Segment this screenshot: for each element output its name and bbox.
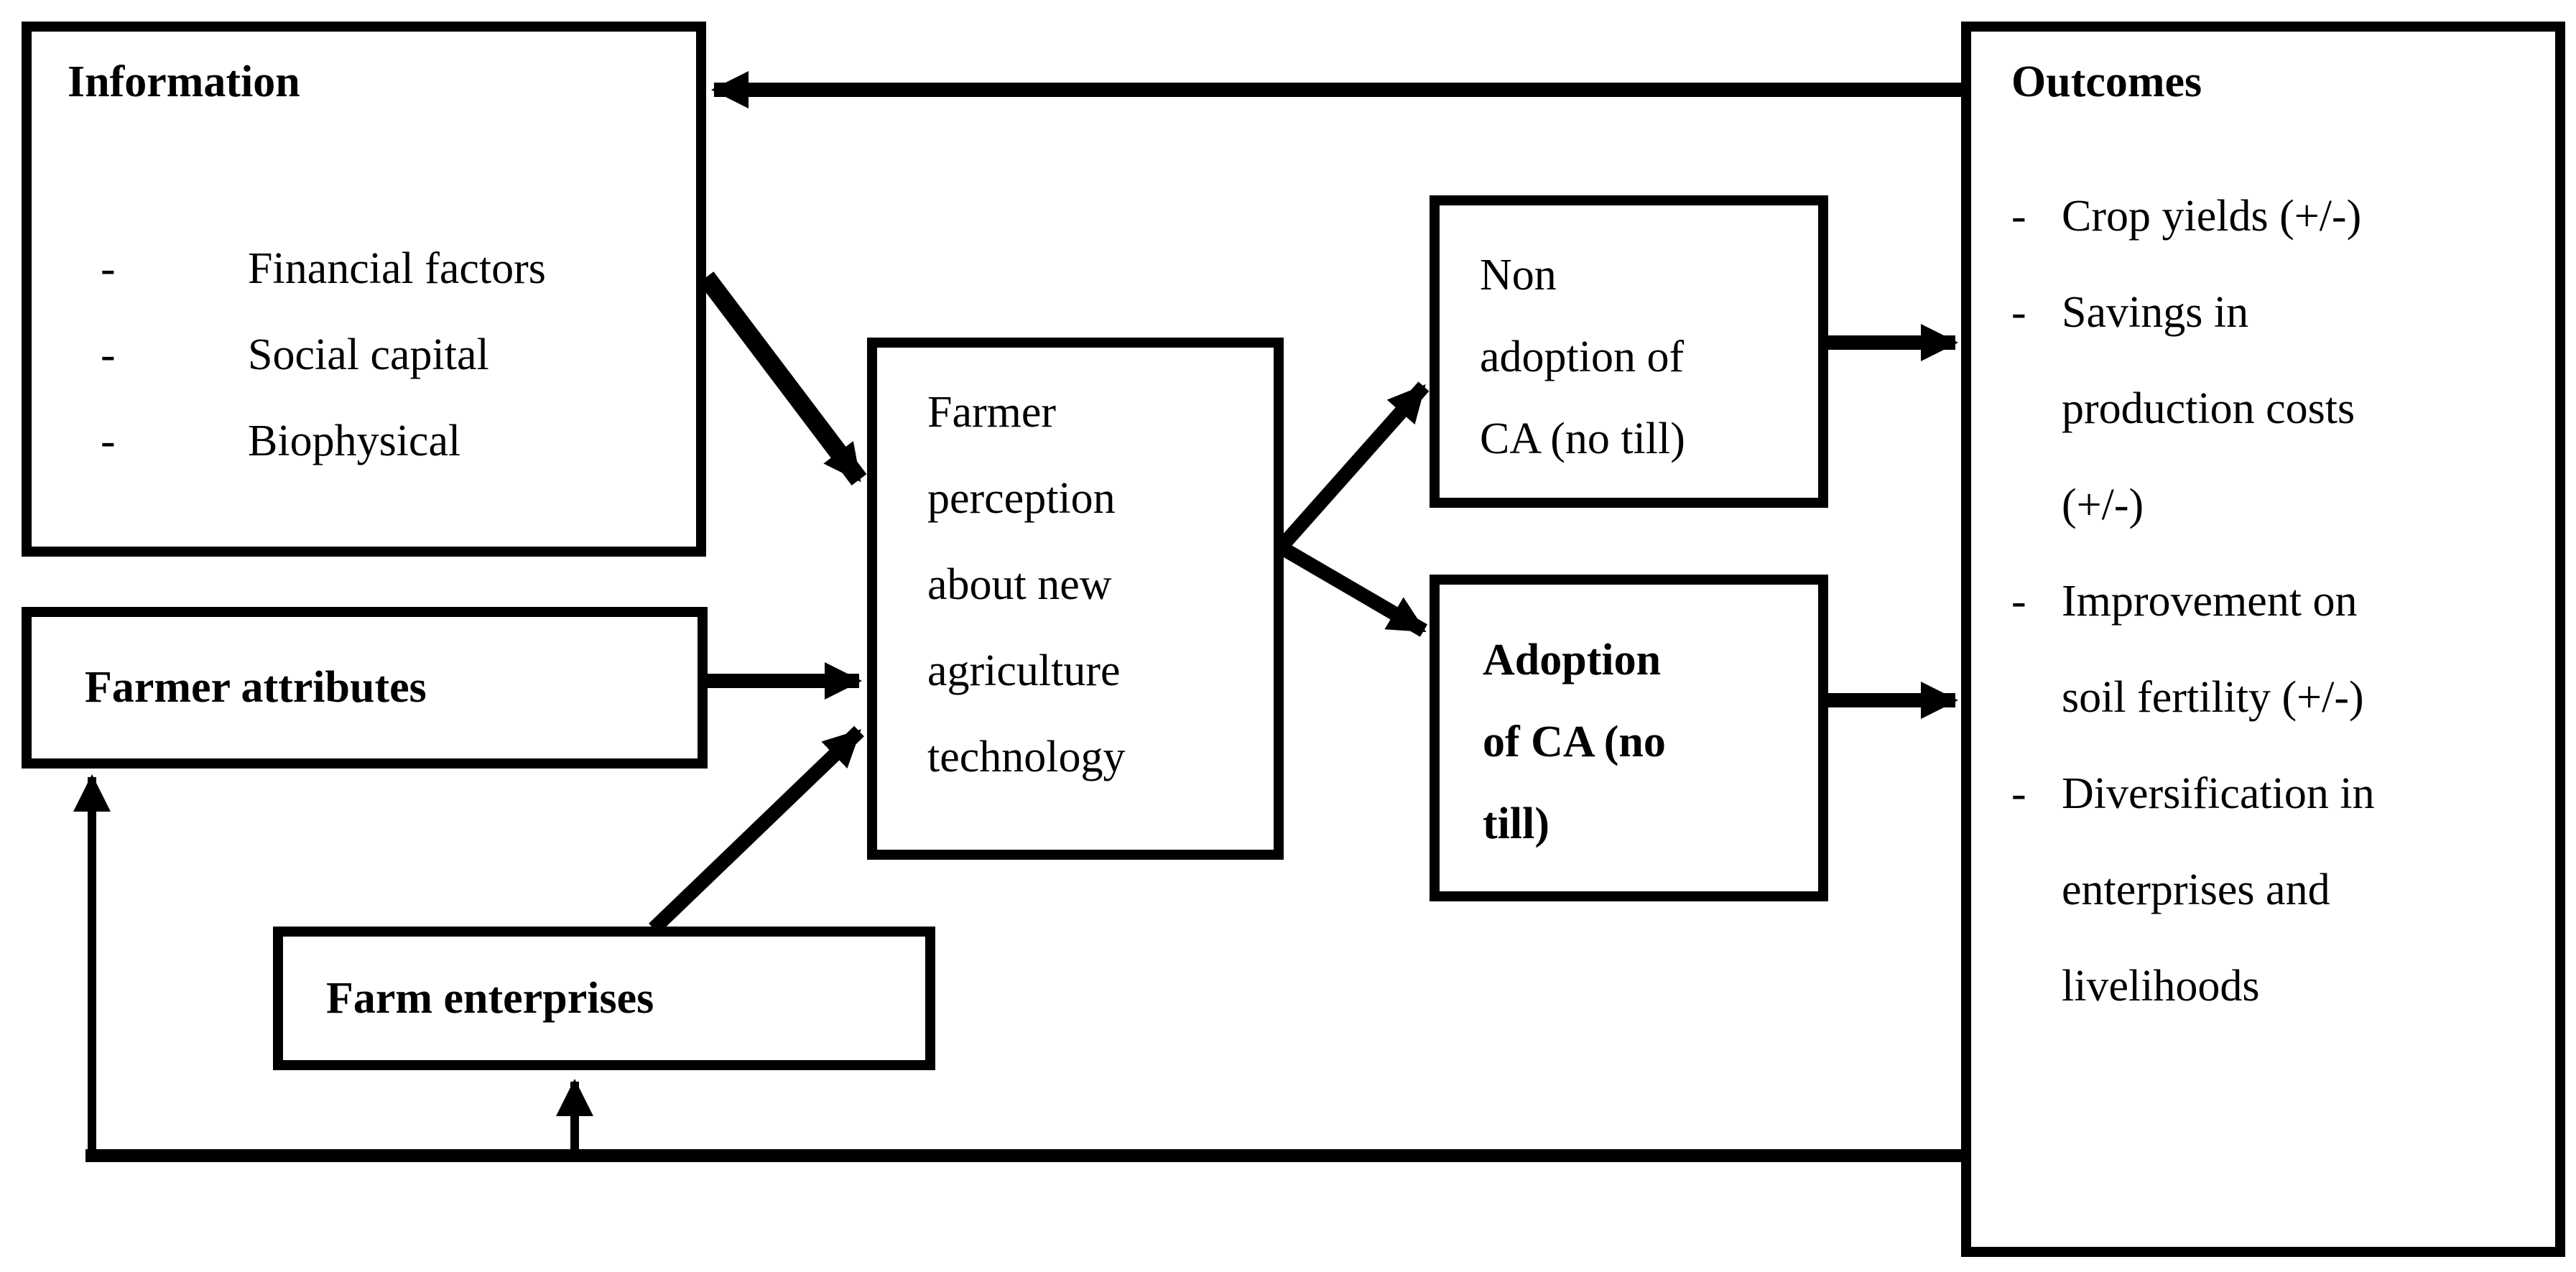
farmer-perception-box: Farmer perception about new agriculture … xyxy=(867,338,1284,860)
list-item: - Biophysical xyxy=(101,398,696,484)
outcomes-box: Outcomes - Crop yields (+/-) - Savings i… xyxy=(1961,22,2565,1257)
label-line: Savings in xyxy=(2062,288,2249,337)
farmer-perception-label: Farmer perception about new agriculture … xyxy=(877,348,1274,800)
label-line: livelihoods xyxy=(2062,962,2260,1011)
farmer-attributes-label: Farmer attributes xyxy=(85,663,427,712)
label-line: of CA (no xyxy=(1483,718,1666,766)
bullet-dash: - xyxy=(2011,577,2026,626)
label-line: CA (no till) xyxy=(1480,414,1685,463)
label-line: Crop yields (+/-) xyxy=(2062,192,2362,241)
adoption-label: Adoption of CA (no till) xyxy=(1440,585,1818,865)
label-line: production costs xyxy=(2062,384,2355,433)
non-adoption-label: Non adoption of CA (no till) xyxy=(1440,205,1818,480)
label-line: soil fertility (+/-) xyxy=(2062,673,2364,722)
farmer-attributes-box: Farmer attributes xyxy=(22,607,708,769)
label-line: Non xyxy=(1480,251,1557,300)
outcomes-title: Outcomes xyxy=(2011,57,2202,106)
outcome-item: - Crop yields (+/-) xyxy=(2011,168,2555,264)
outcome-item-text: Diversification in enterprises and livel… xyxy=(2062,746,2375,1034)
bullet-dash: - xyxy=(2011,192,2026,241)
arrow-perception-to-adoption xyxy=(1277,541,1428,637)
bullet-dash: - xyxy=(101,244,116,293)
arrow-information-to-perception xyxy=(698,271,867,486)
arrow-perception-to-non-adoption xyxy=(1275,381,1430,552)
outcome-item-text: Improvement on soil fertility (+/-) xyxy=(2062,553,2364,746)
bullet-dash: - xyxy=(2011,288,2026,337)
farm-enterprises-box: Farm enterprises xyxy=(273,927,935,1070)
label-line: enterprises and xyxy=(2062,865,2330,914)
adoption-box: Adoption of CA (no till) xyxy=(1430,575,1828,901)
label-line: Farmer xyxy=(927,388,1057,437)
non-adoption-box: Non adoption of CA (no till) xyxy=(1430,195,1828,508)
outcome-item: - Improvement on soil fertility (+/-) xyxy=(2011,553,2555,746)
information-title: Information xyxy=(68,57,300,106)
outcome-item: - Savings in production costs (+/-) xyxy=(2011,264,2555,553)
list-item-label: Financial factors xyxy=(248,244,546,293)
list-item-label: Social capital xyxy=(248,330,489,379)
outcome-item-text: Crop yields (+/-) xyxy=(2062,168,2361,264)
label-line: perception xyxy=(927,474,1116,523)
label-line: about new xyxy=(927,560,1112,609)
information-list: - Financial factors - Social capital - B… xyxy=(32,226,696,484)
information-box: Information - Financial factors - Social… xyxy=(22,22,706,557)
outcome-item: - Diversification in enterprises and liv… xyxy=(2011,746,2555,1034)
bullet-dash: - xyxy=(101,330,116,379)
list-item: - Financial factors xyxy=(101,226,696,312)
farm-enterprises-label: Farm enterprises xyxy=(326,973,654,1023)
bullet-dash: - xyxy=(2011,769,2026,818)
label-line: Improvement on xyxy=(2062,577,2358,626)
label-line: till) xyxy=(1483,799,1549,848)
label-line: Adoption xyxy=(1483,636,1662,684)
outcomes-list: - Crop yields (+/-) - Savings in product… xyxy=(1971,168,2555,1034)
list-item-label: Biophysical xyxy=(248,417,461,465)
label-line: technology xyxy=(927,733,1126,781)
label-line: adoption of xyxy=(1480,333,1685,381)
label-line: Diversification in xyxy=(2062,769,2375,818)
arrow-enterprises-to-perception xyxy=(649,725,864,934)
list-item: - Social capital xyxy=(101,312,696,398)
outcome-item-text: Savings in production costs (+/-) xyxy=(2062,264,2355,553)
label-line: agriculture xyxy=(927,646,1121,695)
bullet-dash: - xyxy=(101,417,116,465)
label-line: (+/-) xyxy=(2062,481,2144,529)
